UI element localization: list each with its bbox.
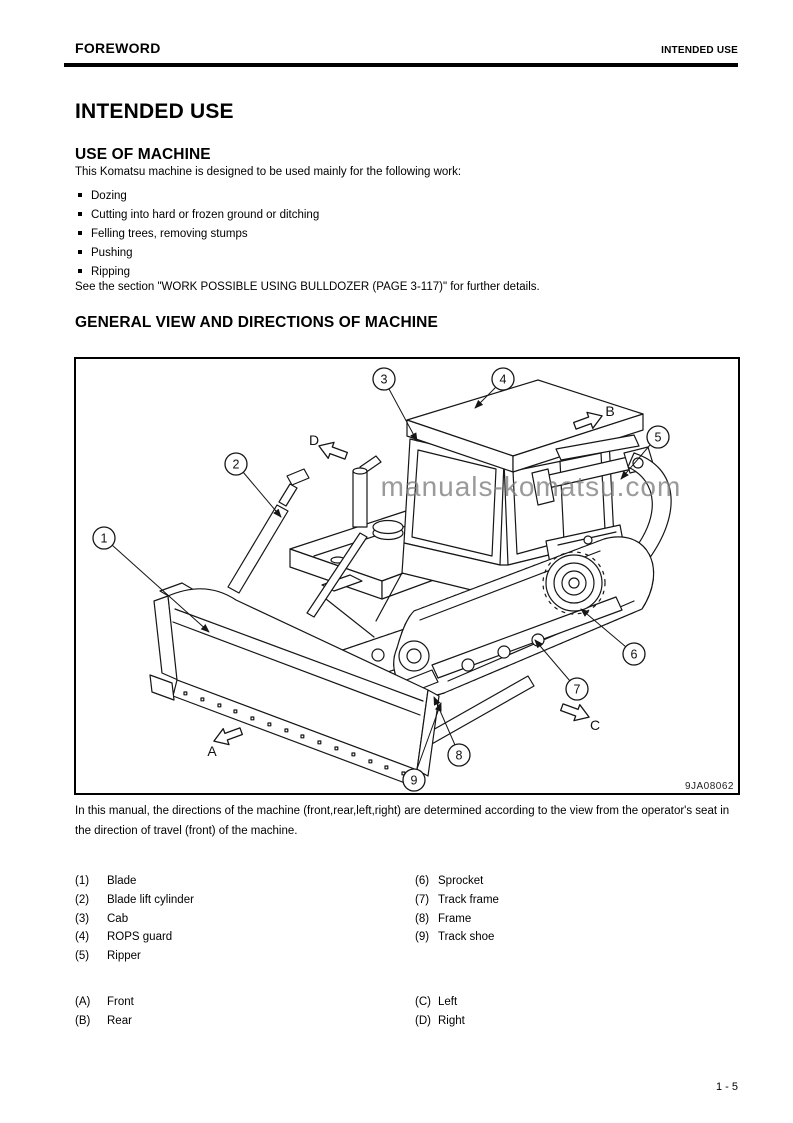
- svg-text:9: 9: [411, 774, 418, 788]
- use-of-machine-outro: See the section "WORK POSSIBLE USING BUL…: [75, 281, 540, 293]
- part-row: (1)Blade: [75, 875, 137, 887]
- direction-letter-a: A: [207, 743, 217, 759]
- callout-3: 3: [372, 367, 396, 391]
- track-frame: [431, 596, 623, 679]
- part-row: (6)Sprocket: [415, 875, 484, 887]
- exhaust-stack: [352, 455, 404, 541]
- callout-7: 7: [565, 677, 589, 701]
- use-item: Cutting into hard or frozen ground or di…: [78, 206, 319, 225]
- direction-list-left: (A)Front (B)Rear: [75, 993, 134, 1031]
- blade-lift-cylinder: [227, 468, 368, 618]
- header-section-title: FOREWORD: [75, 40, 161, 56]
- page-number: 1 - 5: [715, 1081, 738, 1093]
- direction-arrow-c: [559, 703, 590, 722]
- bulldozer-illustration: 1 2 3 4 5 6 7 8 9 A B C D manual: [92, 367, 734, 792]
- callout-2: 2: [224, 452, 248, 476]
- page-title: INTENDED USE: [75, 100, 234, 123]
- callout-5: 5: [646, 425, 670, 449]
- part-row: (9)Track shoe: [415, 931, 495, 944]
- svg-text:6: 6: [631, 648, 638, 662]
- svg-text:3: 3: [381, 373, 388, 387]
- part-row: (7)Track frame: [415, 893, 499, 906]
- bulldozer-drawing: [149, 379, 672, 787]
- svg-text:7: 7: [574, 683, 581, 697]
- blade: [149, 582, 440, 787]
- callout-1: 1: [92, 526, 116, 550]
- part-row: (5)Ripper: [75, 950, 141, 963]
- figure-code: 9JA08062: [685, 781, 734, 792]
- callout-6: 6: [622, 642, 646, 666]
- header-chapter-title: INTENDED USE: [661, 45, 738, 56]
- use-item: Dozing: [78, 187, 319, 206]
- sprocket: [542, 551, 606, 615]
- direction-list-right: (C)Left (D)Right: [415, 993, 465, 1031]
- main-track: [393, 536, 655, 697]
- callout-8: 8: [447, 743, 471, 767]
- use-item: Felling trees, removing stumps: [78, 225, 319, 244]
- part-row: (2)Blade lift cylinder: [75, 893, 194, 906]
- use-item: Pushing: [78, 244, 319, 263]
- direction-row: (A)Front: [75, 996, 134, 1008]
- use-of-machine-list: Dozing Cutting into hard or frozen groun…: [78, 187, 319, 282]
- direction-row: (B)Rear: [75, 1014, 132, 1027]
- callouts: 1 2 3 4 5 6 7 8 9: [92, 367, 670, 792]
- svg-text:8: 8: [456, 749, 463, 763]
- blade-bolts: [183, 691, 406, 776]
- direction-arrow-d: [318, 441, 349, 460]
- use-of-machine-heading: USE OF MACHINE: [75, 146, 211, 163]
- front-idler: [398, 640, 430, 672]
- callout-9: 9: [402, 768, 426, 792]
- svg-text:4: 4: [500, 373, 507, 387]
- svg-text:2: 2: [233, 458, 240, 472]
- part-row: (4)ROPS guard: [75, 931, 173, 944]
- parts-list-left: (1)Blade (2)Blade lift cylinder (3)Cab (…: [75, 872, 194, 966]
- direction-arrows: A B C D: [207, 403, 614, 759]
- leader-lines: [111, 386, 651, 770]
- machine-figure: 1 2 3 4 5 6 7 8 9 A B C D manual: [74, 357, 740, 795]
- direction-letter-b: B: [605, 403, 614, 419]
- direction-row: (D)Right: [415, 1014, 465, 1027]
- part-row: (3)Cab: [75, 912, 129, 925]
- rops-guard: [406, 379, 644, 473]
- figure-caption: In this manual, the directions of the ma…: [75, 805, 730, 837]
- svg-text:5: 5: [655, 431, 662, 445]
- direction-arrow-b: [572, 411, 603, 430]
- page-header: FOREWORD INTENDED USE: [64, 40, 738, 67]
- direction-letter-d: D: [309, 432, 319, 448]
- part-row: (8)Frame: [415, 912, 472, 925]
- callout-4: 4: [491, 367, 515, 391]
- direction-letter-c: C: [590, 717, 600, 733]
- svg-text:1: 1: [101, 532, 108, 546]
- direction-row: (C)Left: [415, 996, 458, 1008]
- parts-list-right: (6)Sprocket (7)Track frame (8)Frame (9)T…: [415, 872, 499, 947]
- use-item: Ripping: [78, 263, 319, 282]
- use-of-machine-intro: This Komatsu machine is designed to be u…: [75, 166, 462, 178]
- general-view-heading: GENERAL VIEW AND DIRECTIONS OF MACHINE: [75, 314, 438, 331]
- direction-arrow-a: [213, 727, 244, 746]
- watermark: manuals-komatsu.com: [381, 471, 682, 502]
